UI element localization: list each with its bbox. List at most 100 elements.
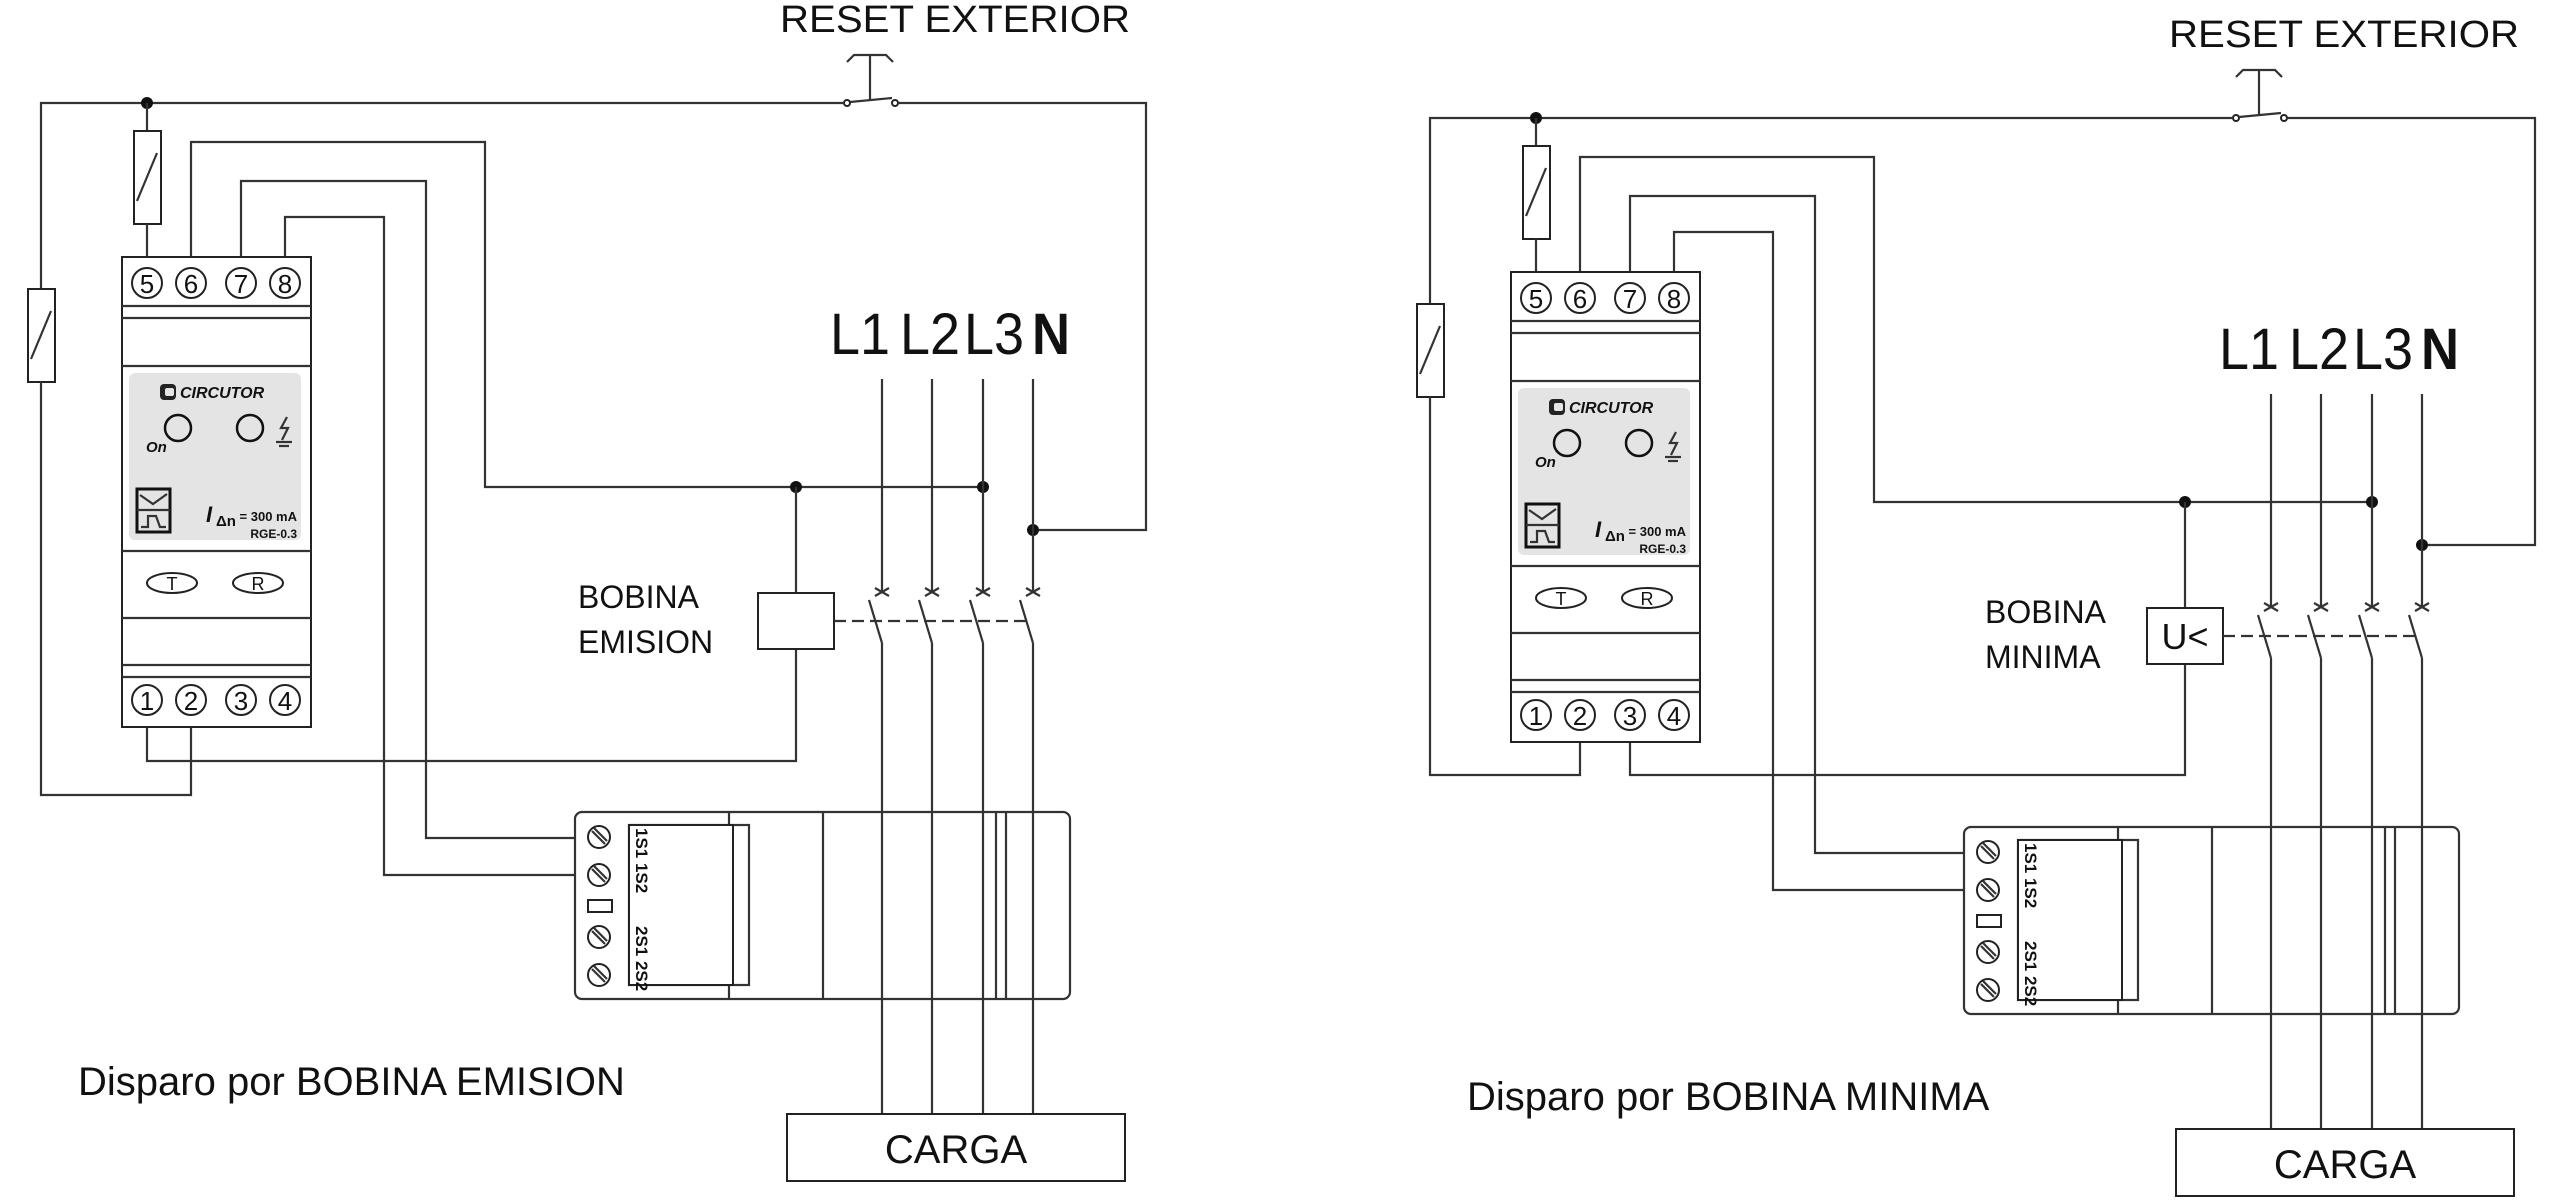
terminal [131, 267, 163, 299]
terminal-number: 8 [1667, 284, 1681, 314]
rating-symbol: I [206, 502, 213, 527]
contact-x [1025, 587, 1041, 597]
diagram-caption: Disparo por BOBINA EMISION [78, 1060, 625, 1104]
reset-button[interactable] [232, 572, 284, 594]
resistor [1416, 303, 1445, 398]
contact-x [2414, 602, 2430, 612]
rating-subscript: Δn [1605, 528, 1625, 545]
test-button[interactable] [146, 572, 198, 594]
rating-symbol: I [1595, 517, 1602, 542]
terminal-number: 1 [1529, 701, 1543, 731]
screw-slot [593, 927, 608, 942]
screw-slot [1982, 980, 1997, 995]
pushbutton-head [2235, 68, 2283, 78]
trip-led-icon [235, 413, 265, 443]
terminal-number: 7 [1623, 284, 1637, 314]
wire-terminal-2 [39, 382, 193, 797]
terminal [269, 267, 301, 299]
terminal [131, 684, 163, 716]
phase-label-l2: L2 [900, 302, 960, 367]
phase-label-l2: L2 [2289, 317, 2349, 382]
terminal [175, 267, 207, 299]
icon-curve [139, 493, 168, 506]
pushbutton-head [846, 53, 894, 63]
screw-slot [591, 968, 606, 983]
rated-current: = 300 mA [240, 509, 298, 524]
icon-step [141, 514, 166, 529]
terminal-number: 7 [234, 269, 248, 299]
brand-name: CIRCUTOR [1569, 400, 1654, 417]
wire-terminal-7 [239, 179, 575, 840]
load-label: CARGA [2274, 1143, 2417, 1187]
transformer-indicator [587, 899, 613, 913]
test-button[interactable] [1535, 587, 1587, 609]
wire-terminal-2 [1428, 397, 1582, 777]
reset-button-label: R [1641, 589, 1654, 609]
coil-label: EMISION [578, 624, 713, 660]
terminal-number: 4 [1667, 701, 1681, 731]
breaker-contact [917, 599, 934, 644]
resistor [27, 288, 56, 383]
test-button-label: T [167, 574, 178, 594]
terminal-number: 2 [184, 686, 198, 716]
transformer-indicator [1976, 914, 2002, 928]
phase-label-n: N [2421, 317, 2459, 382]
terminal [1564, 699, 1596, 731]
curve-type-icon [135, 487, 172, 534]
reset-wire-return [898, 101, 1148, 532]
diagram-caption: Disparo por BOBINA MINIMA [1467, 1075, 1990, 1119]
contact-x [2263, 602, 2279, 612]
front-panel [1518, 388, 1690, 555]
terminal-number: 3 [1623, 701, 1637, 731]
reset-pushbutton [843, 53, 899, 107]
reset-button[interactable] [1621, 587, 1673, 609]
phase-label-l1: L1 [830, 302, 890, 367]
reset-wire [1428, 116, 2233, 304]
lightning [279, 416, 290, 441]
contact-x [2364, 602, 2380, 612]
on-led-icon [163, 413, 193, 443]
curve-type-icon [1524, 502, 1561, 549]
wire-terminal-8 [1672, 230, 1964, 892]
contact-terminal [891, 99, 899, 107]
terminal [1520, 282, 1552, 314]
rating-subscript: Δn [216, 513, 236, 530]
resistor-slash [135, 152, 159, 202]
reset-wire [39, 101, 844, 289]
terminal [1564, 282, 1596, 314]
resistor [1522, 145, 1551, 240]
screw-slot [591, 830, 606, 845]
phase-label-l3: L3 [2353, 317, 2413, 382]
screw-slot [1982, 842, 1997, 857]
contact-terminal [843, 99, 851, 107]
contact-x [2313, 602, 2329, 612]
wire-terminal-6 [189, 140, 983, 489]
brand-logo-icon-inner [1554, 403, 1563, 411]
reset-exterior-label: RESET EXTERIOR [2169, 14, 2519, 56]
breaker-contact [2407, 614, 2424, 659]
on-led-label: On [1535, 454, 1556, 471]
breaker-contact [867, 599, 884, 644]
trip-coil [2146, 607, 2224, 665]
earth-fault-icon [1665, 431, 1681, 463]
terminal-number: 4 [278, 686, 292, 716]
reset-wire-return [2287, 116, 2537, 547]
coil-label: BOBINA [578, 579, 700, 615]
resistor-slash [1524, 167, 1548, 217]
terminal-number: 2 [1573, 701, 1587, 731]
on-led-label: On [146, 439, 167, 456]
breaker-contact [2256, 614, 2273, 659]
terminal-number: 6 [184, 269, 198, 299]
terminal [1614, 699, 1646, 731]
screw-slot [1980, 945, 1995, 960]
terminal-number: 3 [234, 686, 248, 716]
wire-terminal-8 [283, 215, 575, 877]
transformer-label-plate [628, 824, 734, 986]
model-number: RGE-0.3 [250, 527, 297, 541]
terminal [175, 684, 207, 716]
screw-slot [1982, 942, 1997, 957]
